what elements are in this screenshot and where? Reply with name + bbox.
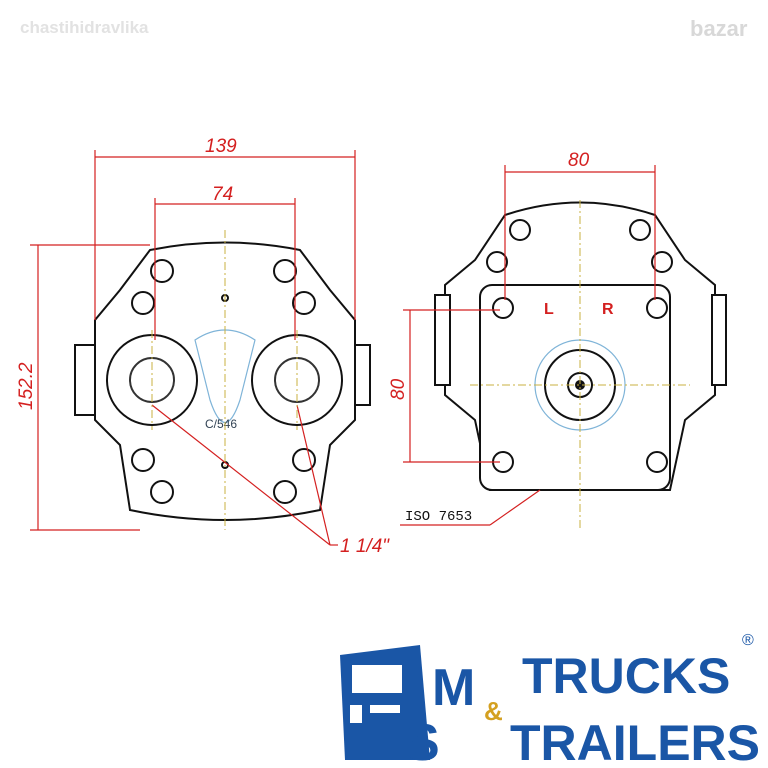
corner-watermark: bazar <box>690 16 748 41</box>
trucks-trailers-logo: M S TRUCKS & TRAILERS ® <box>340 632 760 768</box>
registered-mark: ® <box>742 632 754 649</box>
dim-side-height-80: 80 <box>388 378 409 400</box>
rotation-right-label: R <box>602 301 614 318</box>
dim-width-139: 139 <box>205 136 237 157</box>
center-lines <box>151 200 690 530</box>
logo-letter-m: M <box>432 659 475 717</box>
logo-word-trucks: TRUCKS <box>522 648 730 704</box>
dim-side-width-80: 80 <box>568 150 590 171</box>
dim-port-spacing-74: 74 <box>212 184 233 205</box>
port-size-label: 1 1/4" <box>340 536 390 557</box>
logo-ampersand: & <box>484 696 503 726</box>
front-dimension-lines <box>30 150 356 546</box>
rotation-left-label: L <box>544 301 554 318</box>
model-label: C/546 <box>205 417 237 431</box>
front-view-pump <box>74 241 371 521</box>
watermark: chastihidravlika <box>20 18 149 37</box>
logo-letter-s: S <box>405 714 440 768</box>
flange-standard-label: ISO 7653 <box>405 509 472 525</box>
dim-height-152: 152.2 <box>16 362 37 410</box>
logo-word-trailers: TRAILERS <box>510 715 760 768</box>
side-dimension-lines <box>400 165 656 526</box>
front-view-bolts <box>131 259 316 504</box>
